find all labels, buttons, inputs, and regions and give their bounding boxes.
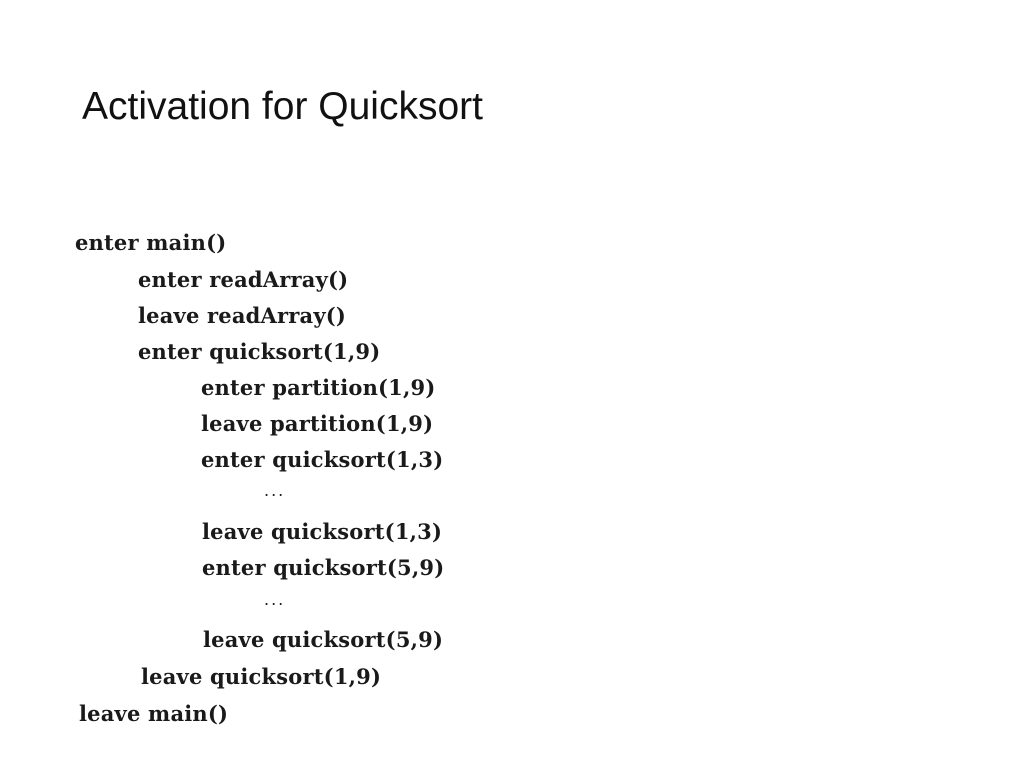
trace-line: leave quicksort(1,9) <box>141 664 382 689</box>
slide-title: Activation for Quicksort <box>82 85 483 128</box>
trace-ellipsis: ... <box>264 481 286 500</box>
trace-line: enter quicksort(1,9) <box>138 339 381 364</box>
trace-line: leave quicksort(5,9) <box>203 627 444 652</box>
trace-line: enter readArray() <box>138 267 349 292</box>
trace-line: enter partition(1,9) <box>201 375 436 400</box>
trace-ellipsis: ... <box>264 590 286 609</box>
trace-line: leave quicksort(1,3) <box>202 519 443 544</box>
trace-line: enter main() <box>75 230 227 255</box>
trace-line: enter quicksort(5,9) <box>202 555 445 580</box>
trace-line: leave readArray() <box>138 303 347 328</box>
trace-line: leave partition(1,9) <box>201 411 434 436</box>
trace-line: leave main() <box>79 701 229 726</box>
trace-line: enter quicksort(1,3) <box>201 447 444 472</box>
